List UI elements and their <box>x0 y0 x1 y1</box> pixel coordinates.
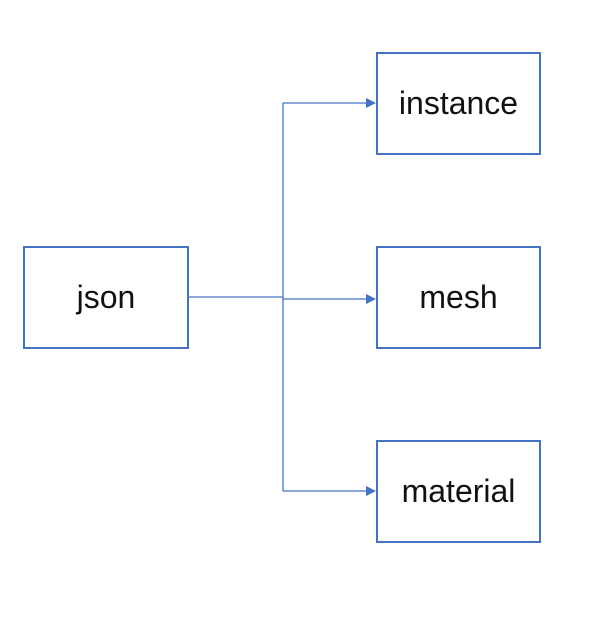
node-material-label: material <box>401 473 516 509</box>
node-mesh: mesh <box>376 246 541 349</box>
node-mesh-label: mesh <box>419 279 498 315</box>
node-instance: instance <box>376 52 541 155</box>
node-json-label: json <box>76 279 136 315</box>
node-instance-label: instance <box>398 85 519 121</box>
node-json: json <box>23 246 189 349</box>
node-material: material <box>376 440 541 543</box>
